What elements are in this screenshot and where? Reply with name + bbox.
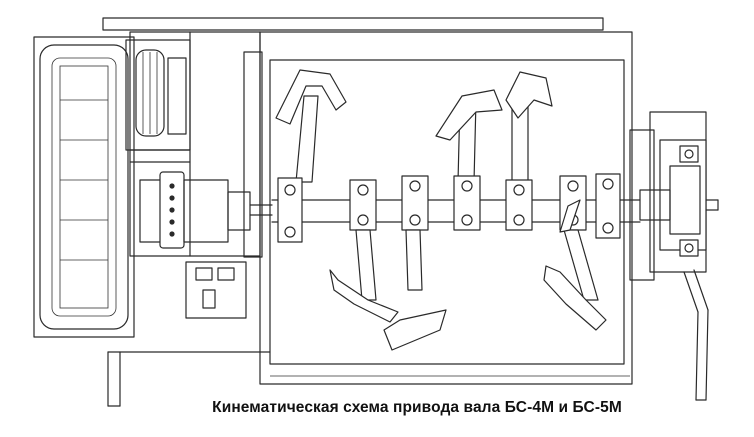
diagram-caption: Кинематическая схема привода вала БС-4М …: [212, 399, 622, 416]
v-belt-pulley: [125, 39, 191, 151]
shaft-collar-left: [277, 177, 303, 243]
paddle-hub: [505, 179, 533, 231]
paddle-hub: [453, 175, 481, 231]
drive-housing: [107, 31, 271, 407]
electric-motor: [33, 17, 604, 338]
paddle-hub: [401, 175, 429, 231]
mixing-trough: [259, 31, 633, 385]
chain-coupling: [139, 171, 273, 249]
tilt-lever: [683, 269, 709, 401]
shaft-collar-right: [595, 173, 621, 239]
end-bearing: [629, 111, 719, 281]
paddle-hub: [349, 179, 377, 231]
lower-paddles: [329, 199, 607, 351]
upper-paddles: [275, 69, 553, 183]
